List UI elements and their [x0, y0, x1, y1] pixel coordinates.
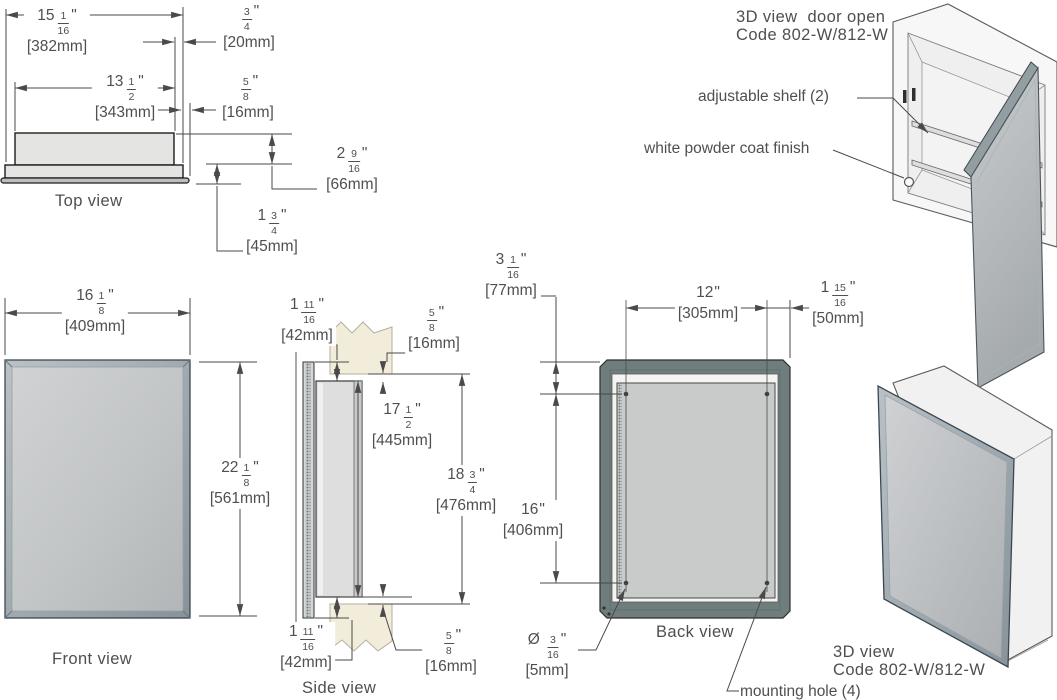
top-view-label: Top view	[55, 192, 123, 210]
dim-mm: [5mm]	[525, 662, 569, 679]
3d-closed-label-line2: Code 802-W/812-W	[833, 661, 986, 679]
3d-open-drawing	[832, 3, 1057, 389]
3d-open-label-line2: Code 802-W/812-W	[736, 26, 889, 44]
back-view-drawing	[540, 295, 816, 692]
diameter-symbol: Ø	[527, 631, 545, 648]
dim-mm: [16mm]	[222, 104, 274, 121]
3d-closed-label-line1: 3D view	[833, 643, 895, 661]
dim-mm: [16mm]	[408, 335, 460, 352]
dim-mm: [382mm]	[26, 38, 88, 55]
dim-mm: [16mm]	[425, 658, 477, 675]
dim-mm: [50mm]	[812, 310, 864, 327]
dim-mm: [305mm]	[677, 305, 739, 323]
dim-mm: [77mm]	[485, 282, 537, 299]
front-view-label: Front view	[52, 650, 133, 668]
dim-back-hole-spacing-w: 12" [305mm]	[674, 283, 742, 325]
back-view-label: Back view	[656, 623, 734, 641]
3d-closed-drawing	[877, 365, 1053, 669]
adjustable-shelf-callout: adjustable shelf (2)	[698, 88, 829, 105]
dim-inches: 16"	[521, 501, 545, 518]
dim-mm: [42mm]	[280, 654, 332, 671]
dim-mm: [409mm]	[64, 318, 126, 335]
3d-open-label-line1: 3D view door open	[736, 8, 886, 26]
open-door-mirror	[970, 66, 1045, 389]
side-view-label: Side view	[302, 679, 377, 697]
dim-mm: [406mm]	[502, 522, 564, 540]
dim-mm: [66mm]	[326, 176, 378, 193]
powder-coat-callout: white powder coat finish	[644, 140, 810, 157]
dim-inches: 12"	[696, 284, 720, 301]
dim-mm: [476mm]	[435, 497, 497, 514]
hinge-mark	[903, 90, 907, 103]
mounting-hole-callout: mounting hole (4)	[740, 683, 861, 700]
dim-mm: [561mm]	[209, 490, 271, 507]
front-view-drawing	[4, 298, 257, 619]
wall-section-top	[329, 321, 393, 375]
dim-mm: [20mm]	[223, 34, 275, 51]
dim-mm: [45mm]	[246, 238, 298, 255]
dim-mm: [445mm]	[371, 432, 433, 449]
dim-mm: [343mm]	[94, 104, 156, 121]
side-view-drawing	[295, 321, 470, 661]
door-knob	[903, 176, 915, 188]
dim-mm: [42mm]	[281, 327, 333, 344]
dim-back-hole-spacing-h: 16" [406mm]	[499, 500, 567, 542]
hinge-mark	[912, 88, 916, 101]
